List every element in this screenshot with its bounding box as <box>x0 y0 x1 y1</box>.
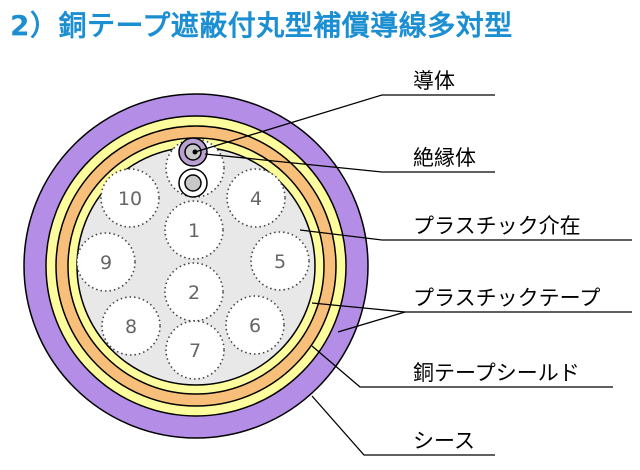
pair-outline-9 <box>76 232 136 292</box>
leader-copper-tape-shield <box>311 345 613 388</box>
pair-number-9: 9 <box>100 252 112 274</box>
pair-outline-1 <box>164 200 224 260</box>
leader-insulation <box>204 153 495 173</box>
pair-number-10: 10 <box>118 188 142 210</box>
pair-number-7: 7 <box>189 340 201 362</box>
pair-number-5: 5 <box>274 251 286 273</box>
leader-conductor <box>194 94 495 153</box>
conductor-bottom <box>184 174 202 192</box>
diagram-title: 2）銅テープ遮蔽付丸型補償導線多対型 <box>10 9 513 42</box>
pair-number-2: 2 <box>188 282 200 304</box>
label-plastic-filler: プラスチック介在 <box>413 214 581 238</box>
label-copper-tape-shield: 銅テープシールド <box>413 361 580 385</box>
leader-plastic-tape-2 <box>337 311 406 333</box>
pair-number-6: 6 <box>249 315 261 337</box>
leader-sheath <box>311 395 495 456</box>
leader-plastic-filler <box>299 229 632 241</box>
label-conductor: 導体 <box>413 69 455 93</box>
label-sheath: シース <box>413 429 475 453</box>
pair-outline-5 <box>250 231 310 291</box>
pair-outline-4 <box>226 168 286 228</box>
label-plastic-tape: プラスチックテープ <box>413 286 600 310</box>
pair-outline-8 <box>101 296 161 356</box>
pair-outline-6 <box>225 295 285 355</box>
pair-outline-7 <box>165 320 225 380</box>
pair-number-8: 8 <box>125 316 137 338</box>
pair-number-4: 4 <box>250 188 262 210</box>
pair-number-1: 1 <box>188 220 200 242</box>
label-insulation: 絶縁体 <box>413 146 476 170</box>
leader-conductor-dot <box>192 149 198 155</box>
pair-outline-10 <box>100 168 160 228</box>
